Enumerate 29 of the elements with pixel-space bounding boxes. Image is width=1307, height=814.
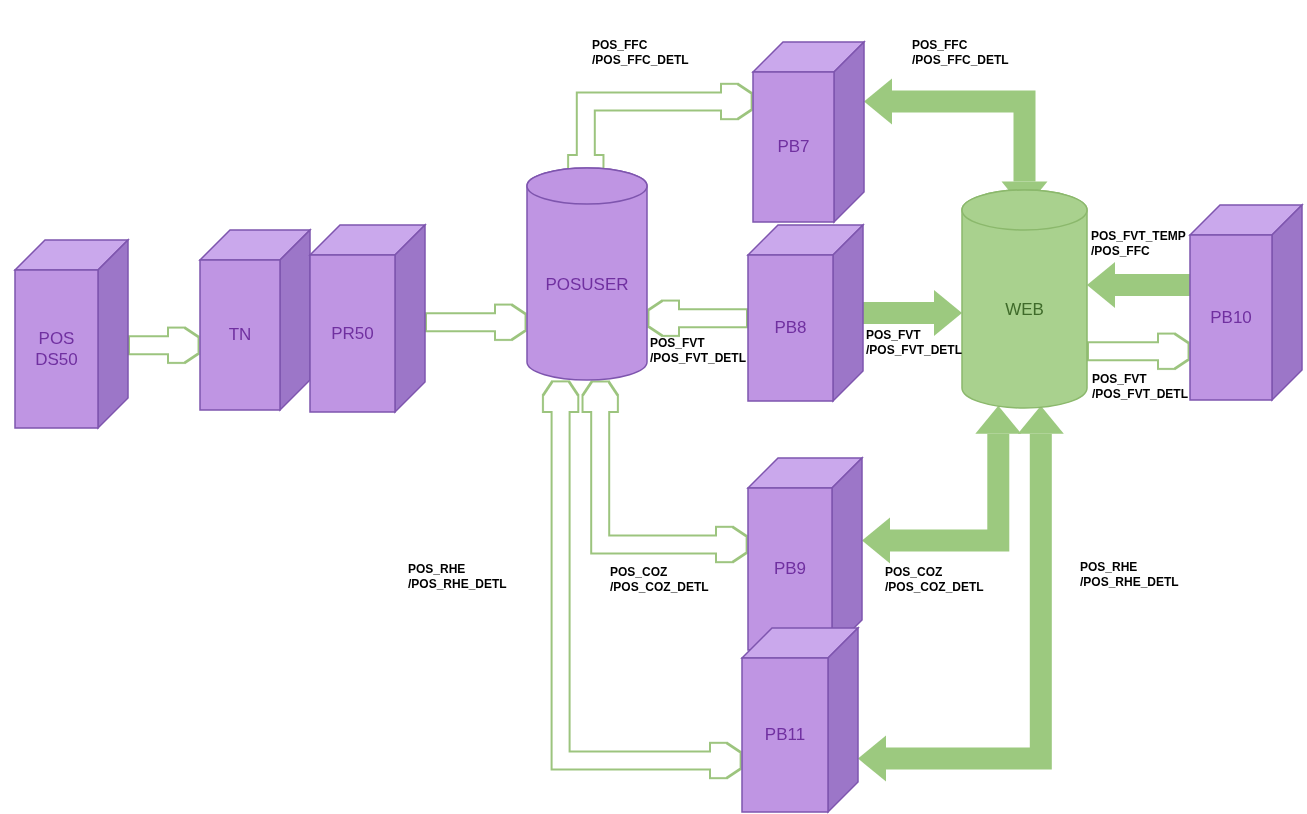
edge-label: POS_FVT /POS_FVT_DETL bbox=[866, 328, 962, 358]
edge-label: POS_COZ /POS_COZ_DETL bbox=[610, 565, 709, 595]
arrow bbox=[590, 389, 739, 555]
node-label: POS DS50 bbox=[35, 327, 78, 371]
edge-label: POS_FVT /POS_FVT_DETL bbox=[650, 336, 746, 366]
node-label: PB10 bbox=[1210, 306, 1252, 329]
edge-label: POS_FVT /POS_FVT_DETL bbox=[1092, 372, 1188, 402]
edge-label: POS_COZ /POS_COZ_DETL bbox=[885, 565, 984, 595]
node-label: PB9 bbox=[773, 558, 807, 580]
arrow bbox=[1095, 341, 1181, 362]
arrow bbox=[863, 290, 962, 336]
arrow bbox=[656, 308, 740, 329]
node-label: POSUSER bbox=[545, 273, 629, 296]
arrow bbox=[550, 389, 733, 771]
edge-label: POS_FFC /POS_FFC_DETL bbox=[912, 38, 1009, 68]
node-label: PB8 bbox=[774, 317, 807, 339]
node-label: TN bbox=[228, 324, 252, 346]
arrow bbox=[136, 335, 191, 356]
edge-label: POS_RHE /POS_RHE_DETL bbox=[408, 562, 507, 592]
node-label: PR50 bbox=[331, 322, 374, 345]
node-label: PB11 bbox=[764, 724, 806, 746]
edge-label: POS_RHE /POS_RHE_DETL bbox=[1080, 560, 1179, 590]
arrow bbox=[1087, 261, 1190, 308]
arrow bbox=[862, 405, 1022, 564]
arrow bbox=[433, 312, 518, 333]
edge-label: POS_FFC /POS_FFC_DETL bbox=[592, 38, 689, 68]
node-label: WEB bbox=[1005, 299, 1044, 321]
edge-label: POS_FVT_TEMP /POS_FFC bbox=[1091, 229, 1186, 259]
node-label: PB7 bbox=[777, 136, 810, 158]
